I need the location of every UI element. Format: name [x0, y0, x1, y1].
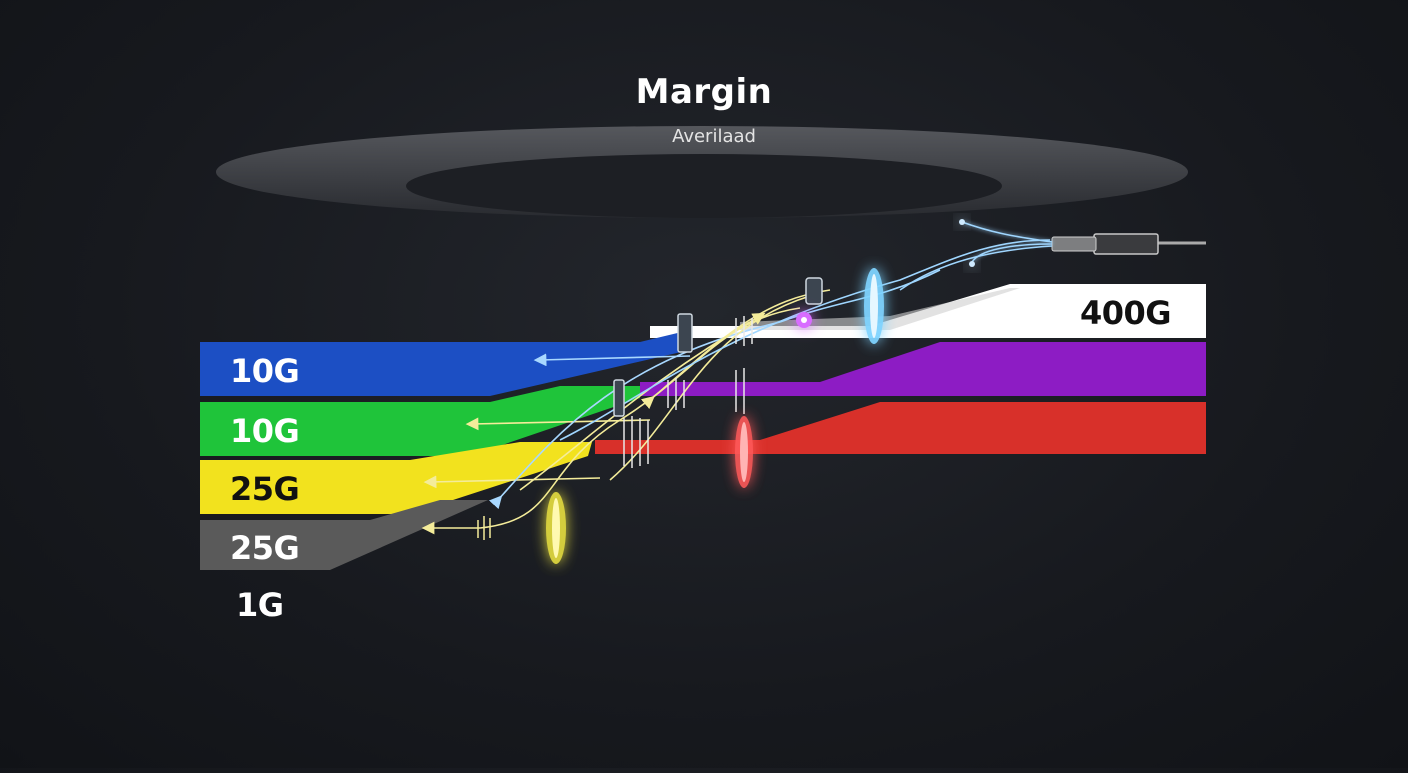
right-lane-purple: [640, 342, 1206, 396]
coupler-blocks: [613, 277, 823, 417]
diagram-subtitle: Averilaad: [672, 126, 756, 147]
right-lane-red: [595, 402, 1206, 454]
halo-ring: [216, 126, 1188, 218]
lane-label-25g-yellow: 25G: [230, 470, 300, 508]
beam-arrow-icon: [421, 239, 1051, 535]
input-lane-blue: [200, 330, 690, 396]
input-lane-green: [200, 386, 640, 456]
lane-label-10g-blue: 10G: [230, 352, 300, 390]
lane-label-10g-green: 10G: [230, 412, 300, 450]
diagram-title: Margin: [635, 72, 773, 112]
lane-label-25g-gray: 25G: [230, 529, 300, 567]
lane-label-400g: 400G: [1080, 294, 1172, 332]
optical-lens-icon: [546, 268, 884, 564]
diffraction-grating-icon: [477, 316, 753, 540]
fiber-connector-icon: [899, 219, 1206, 291]
input-lane-gray: [200, 500, 488, 570]
lane-label-1g: 1G: [236, 586, 284, 624]
input-lane-yellow: [200, 442, 592, 514]
